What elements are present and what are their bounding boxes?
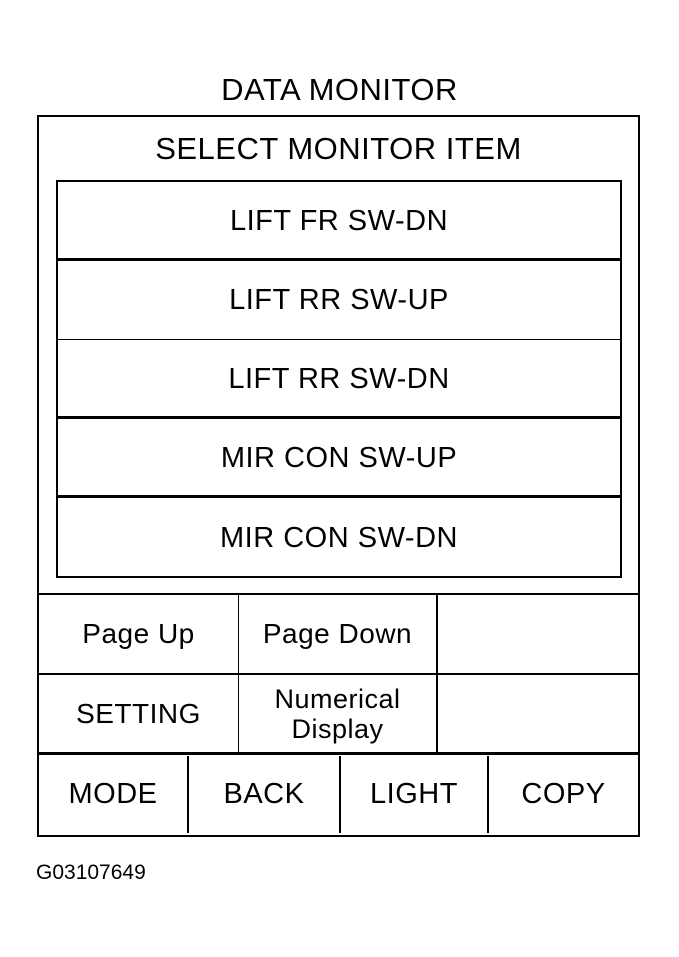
back-button[interactable]: BACK <box>189 756 341 833</box>
setting-button[interactable]: SETTING <box>39 675 239 753</box>
numerical-display-label-line2: Display <box>291 714 384 744</box>
monitor-item-list: LIFT FR SW-DN LIFT RR SW-UP LIFT RR SW-D… <box>56 180 622 578</box>
copy-button[interactable]: COPY <box>521 778 606 810</box>
soft-key-row-2: SETTING Numerical Display <box>39 675 638 755</box>
page-up-button[interactable]: Page Up <box>39 595 239 673</box>
bottom-button-bar: MODE BACK LIGHT COPY <box>39 756 638 833</box>
soft-key-area: Page Up Page Down SETTING Numerical Disp… <box>39 593 638 835</box>
figure-id: G03107649 <box>36 861 146 884</box>
monitor-screen: SELECT MONITOR ITEM LIFT FR SW-DN LIFT R… <box>37 115 640 837</box>
monitor-item-lift-rr-sw-dn[interactable]: LIFT RR SW-DN <box>58 340 620 419</box>
empty-soft-key <box>438 595 638 673</box>
numerical-display-button[interactable]: Numerical Display <box>239 675 438 753</box>
screen-header: SELECT MONITOR ITEM <box>155 131 522 166</box>
monitor-item-mir-con-sw-up[interactable]: MIR CON SW-UP <box>58 419 620 498</box>
monitor-item-lift-rr-sw-up[interactable]: LIFT RR SW-UP <box>58 261 620 340</box>
monitor-item-mir-con-sw-dn[interactable]: MIR CON SW-DN <box>220 522 458 554</box>
mode-button[interactable]: MODE <box>39 756 189 833</box>
light-button[interactable]: LIGHT <box>341 756 489 833</box>
page-down-button[interactable]: Page Down <box>239 595 438 673</box>
numerical-display-label-line1: Numerical <box>274 684 401 714</box>
monitor-item-lift-fr-sw-dn[interactable]: LIFT FR SW-DN <box>58 182 620 261</box>
page-title: DATA MONITOR <box>221 72 458 107</box>
empty-soft-key <box>438 675 638 753</box>
soft-key-row-1: Page Up Page Down <box>39 595 638 675</box>
